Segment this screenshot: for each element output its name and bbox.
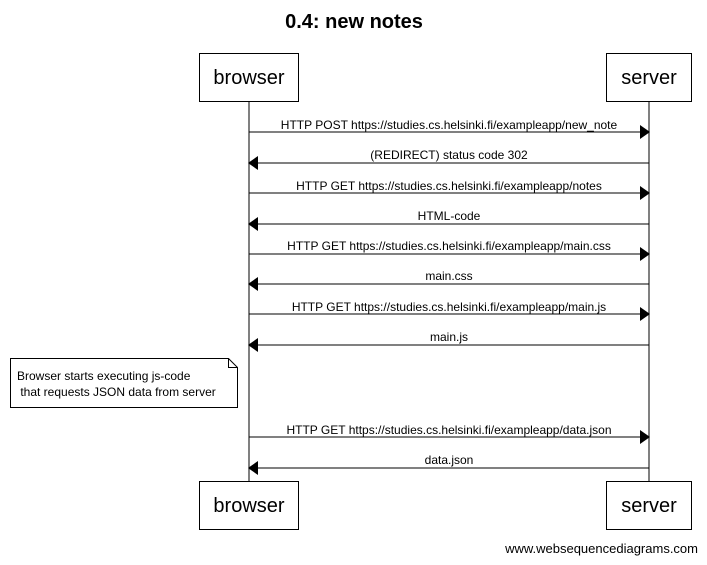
arrowhead-left-icon xyxy=(248,338,258,352)
message-redirect: (REDIRECT) status code 302 xyxy=(248,148,649,170)
footer-attribution: www.websequencediagrams.com xyxy=(504,541,698,556)
message-get-main-css: HTTP GET https://studies.cs.helsinki.fi/… xyxy=(249,239,650,261)
arrowhead-right-icon xyxy=(640,186,650,200)
message-label: main.js xyxy=(430,330,468,344)
arrowhead-left-icon xyxy=(248,217,258,231)
diagram-title: 0.4: new notes xyxy=(285,11,423,33)
participant-box xyxy=(606,53,692,102)
arrowhead-right-icon xyxy=(640,307,650,321)
message-new-note-post: HTTP POST https://studies.cs.helsinki.fi… xyxy=(249,118,650,139)
arrowhead-right-icon xyxy=(640,247,650,261)
note-box xyxy=(10,358,238,408)
message-main-css: main.css xyxy=(248,269,649,291)
note-js-execution: Browser starts executing js-code that re… xyxy=(10,358,238,408)
arrowhead-right-icon xyxy=(640,430,650,444)
arrowhead-left-icon xyxy=(248,277,258,291)
message-label: HTTP GET https://studies.cs.helsinki.fi/… xyxy=(286,423,611,437)
participant-box xyxy=(606,481,692,530)
arrowhead-left-icon xyxy=(248,461,258,475)
message-main-js: main.js xyxy=(248,330,649,352)
message-data-json: data.json xyxy=(248,453,649,475)
participant-label: browser xyxy=(213,495,284,517)
message-label: HTTP GET https://studies.cs.helsinki.fi/… xyxy=(292,300,606,314)
message-label: HTTP GET https://studies.cs.helsinki.fi/… xyxy=(287,239,611,253)
message-get-main-js: HTTP GET https://studies.cs.helsinki.fi/… xyxy=(249,300,650,321)
message-label: main.css xyxy=(425,269,472,283)
participant-server-bottom: server xyxy=(606,481,692,530)
message-label: data.json xyxy=(425,453,474,467)
message-label: HTTP POST https://studies.cs.helsinki.fi… xyxy=(281,118,618,132)
message-label: HTTP GET https://studies.cs.helsinki.fi/… xyxy=(296,179,602,193)
message-get-notes: HTTP GET https://studies.cs.helsinki.fi/… xyxy=(249,179,650,200)
note-line: that requests JSON data from server xyxy=(17,385,216,399)
participant-box xyxy=(199,53,299,102)
arrowhead-left-icon xyxy=(248,156,258,170)
participant-label: server xyxy=(621,67,677,89)
participant-label: browser xyxy=(213,67,284,89)
participant-server-top: server xyxy=(606,53,692,102)
message-label: (REDIRECT) status code 302 xyxy=(370,148,528,162)
message-html-code: HTML-code xyxy=(248,209,649,231)
participant-browser-top: browser xyxy=(199,53,299,102)
message-get-data-json: HTTP GET https://studies.cs.helsinki.fi/… xyxy=(249,423,650,444)
note-line: Browser starts executing js-code xyxy=(17,369,191,383)
participant-browser-bottom: browser xyxy=(199,481,299,530)
note-corner-fold-icon xyxy=(228,358,238,368)
message-label: HTML-code xyxy=(418,209,481,223)
participant-box xyxy=(199,481,299,530)
participant-label: server xyxy=(621,495,677,517)
arrowhead-right-icon xyxy=(640,125,650,139)
